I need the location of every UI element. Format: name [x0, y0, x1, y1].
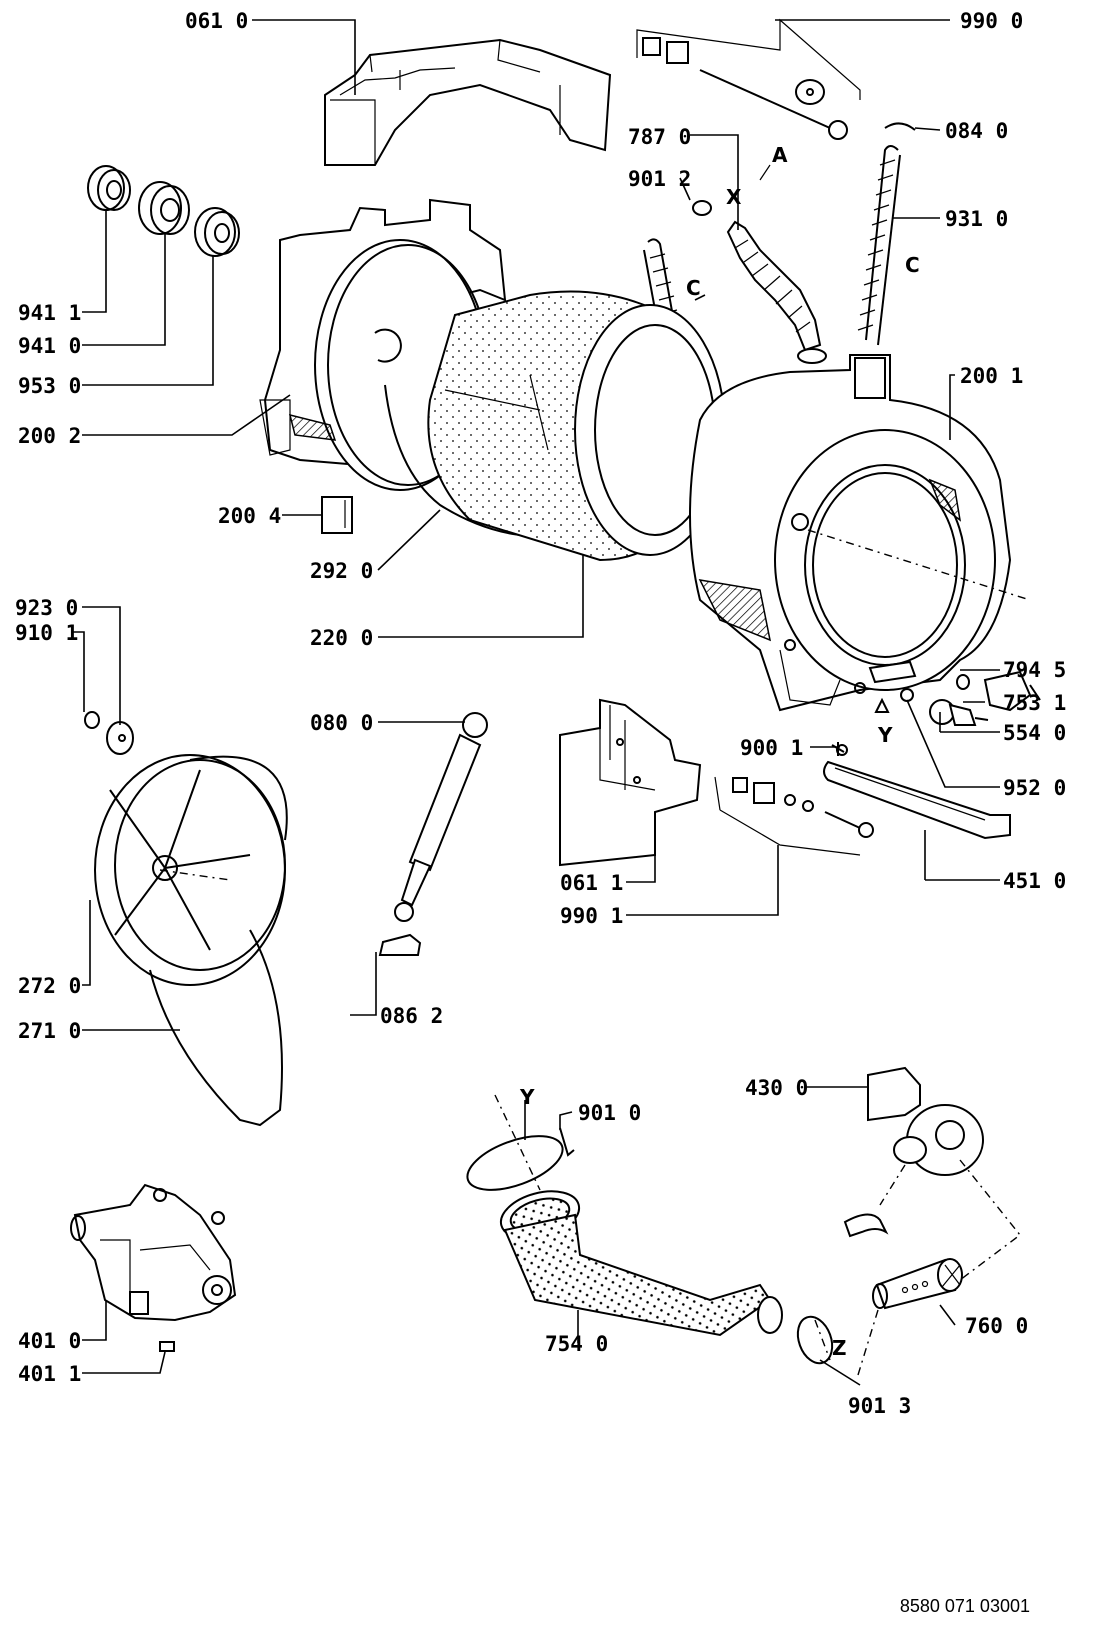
spring-clip-part	[884, 122, 916, 131]
label-900-1: 900 1	[740, 736, 803, 760]
bellows-gaiter-part	[726, 220, 827, 364]
label-061-0: 061 0	[185, 9, 248, 33]
drum-part	[427, 290, 726, 562]
drum-pulley-part	[94, 754, 288, 986]
shock-absorber-part	[394, 712, 488, 922]
marker-y-tub: Y	[877, 723, 893, 747]
label-554-0: 554 0	[1003, 721, 1066, 745]
label-086-2: 086 2	[380, 1004, 443, 1028]
label-430-0: 430 0	[745, 1076, 808, 1100]
label-200-2: 200 2	[18, 424, 81, 448]
label-923-0: 923 0	[15, 596, 78, 620]
label-200-1: 200 1	[960, 364, 1023, 388]
pump-filter-part	[872, 1258, 963, 1310]
front-tub-half-part	[689, 354, 1012, 712]
label-941-0: 941 0	[18, 334, 81, 358]
oil-seal-part	[194, 207, 240, 257]
drive-belt-part	[149, 929, 283, 1127]
label-220-0: 220 0	[310, 626, 373, 650]
fixing-kit-top-part	[636, 18, 861, 140]
label-794-5: 794 5	[1003, 658, 1066, 682]
thermostat-gasket-part	[900, 688, 914, 702]
drain-pump-part	[843, 1066, 984, 1238]
label-451-0: 451 0	[1003, 869, 1066, 893]
marker-x: X	[726, 185, 742, 209]
assembly-centre-lines	[159, 529, 1031, 1376]
sensor-gasket-part	[956, 674, 970, 690]
label-401-1: 401 1	[18, 1362, 81, 1386]
marker-z: Z	[832, 1336, 847, 1360]
tub-clip-part	[321, 496, 353, 534]
motor-clip-part	[159, 1341, 175, 1352]
sump-hose-part	[499, 1190, 783, 1337]
label-084-0: 084 0	[945, 119, 1008, 143]
pulley-washer-part	[106, 721, 134, 755]
thermostat-part	[929, 699, 989, 726]
tub-seal-ring-part	[384, 384, 521, 536]
top-counterweight-part	[324, 38, 612, 166]
marker-y-hose: Y	[519, 1085, 535, 1109]
suspension-spring-right-part	[857, 145, 901, 346]
label-760-0: 760 0	[965, 1314, 1028, 1338]
label-754-0: 754 0	[545, 1332, 608, 1356]
label-401-0: 401 0	[18, 1329, 81, 1353]
motor-part	[70, 1183, 237, 1322]
bearing-small-part	[87, 165, 131, 211]
label-271-0: 271 0	[18, 1019, 81, 1043]
label-753-1: 753 1	[1003, 691, 1066, 715]
callout-labels: 061 0 990 0 787 0 084 0 901 2 931 0 941 …	[15, 9, 1066, 1418]
label-901-0: 901 0	[578, 1101, 641, 1125]
wing-nut-part	[831, 742, 845, 756]
pulley-nut-part	[84, 711, 100, 729]
front-counterweight-part	[559, 698, 702, 867]
bearing-large-part	[138, 181, 190, 235]
label-080-0: 080 0	[310, 711, 373, 735]
marker-a: A	[772, 143, 788, 167]
label-901-3: 901 3	[848, 1394, 911, 1418]
label-910-1: 910 1	[15, 621, 78, 645]
label-990-1: 990 1	[560, 904, 623, 928]
shock-bracket-part	[378, 933, 422, 956]
marker-c-right: C	[905, 253, 920, 277]
leader-lines	[72, 19, 1000, 1386]
sump-gasket-part	[466, 1135, 564, 1191]
reference-markers: A X C C Y Y Z	[519, 143, 920, 1360]
label-901-2: 901 2	[628, 167, 691, 191]
fixing-kit-middle-part	[714, 776, 874, 856]
clamp-small-part	[692, 200, 712, 216]
label-990-0: 990 0	[960, 9, 1023, 33]
label-200-4: 200 4	[218, 504, 281, 528]
label-941-1: 941 1	[18, 301, 81, 325]
hose-clamp-top-part	[559, 1127, 575, 1157]
label-272-0: 272 0	[18, 974, 81, 998]
label-292-0: 292 0	[310, 559, 373, 583]
ntc-sensor-part	[983, 670, 1041, 712]
marker-c-left: C	[686, 276, 701, 300]
label-787-0: 787 0	[628, 125, 691, 149]
label-931-0: 931 0	[945, 207, 1008, 231]
label-061-1: 061 1	[560, 871, 623, 895]
label-952-0: 952 0	[1003, 776, 1066, 800]
document-number: 8580 071 03001	[899, 1596, 1030, 1616]
label-953-0: 953 0	[18, 374, 81, 398]
